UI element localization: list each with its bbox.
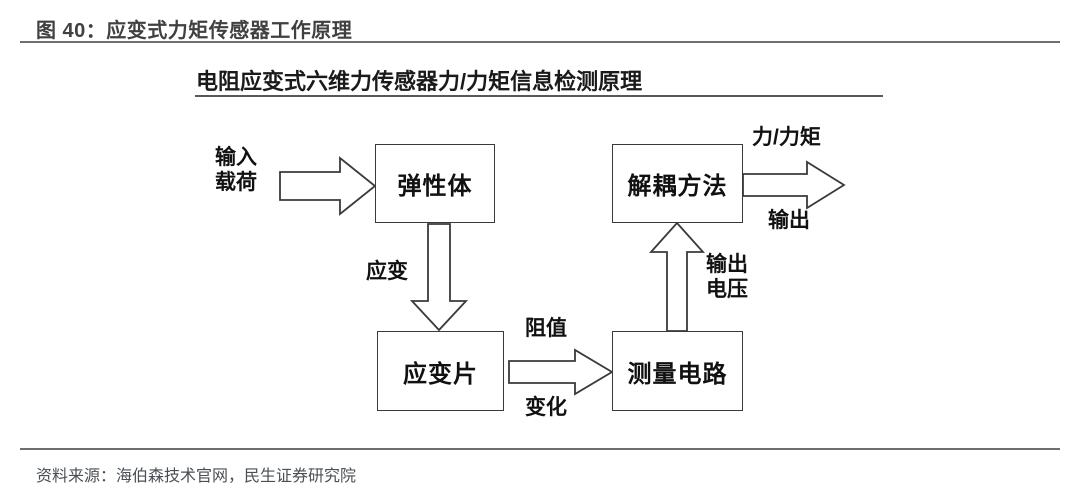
arrow-output-voltage [648, 221, 706, 332]
node-elastic-body-label: 弹性体 [397, 173, 473, 200]
node-strain-gauge-label: 应变片 [403, 360, 478, 388]
arrow-strain [409, 223, 469, 332]
edge-label-resistance: 阻值 [525, 317, 567, 340]
edge-label-output-voltage-line1: 输出 [706, 253, 748, 276]
node-strain-gauge[interactable]: 应变片 [377, 331, 504, 411]
subtitle-divider [195, 95, 883, 97]
node-measuring-circuit-label: 测量电路 [627, 360, 728, 388]
edge-label-output-voltage: 输出 电压 [706, 253, 778, 303]
edge-label-input-load-line2: 载荷 [215, 170, 257, 194]
node-elastic-body[interactable]: 弹性体 [375, 144, 495, 223]
edge-label-force-torque: 力/力矩 [752, 126, 821, 149]
edge-label-strain: 应变 [366, 260, 408, 283]
node-decoupling-method[interactable]: 解耦方法 [612, 144, 743, 223]
footer-divider [20, 448, 1060, 450]
node-measuring-circuit[interactable]: 测量电路 [612, 331, 743, 411]
edge-label-output-voltage-line2: 电压 [706, 277, 748, 301]
source-note: 资料来源：海伯森技术官网，民生证券研究院 [36, 468, 357, 485]
page-title: 图 40：应变式力矩传感器工作原理 [36, 20, 353, 42]
edge-label-input-load: 输入 载荷 [200, 146, 272, 196]
edge-label-change: 变化 [525, 396, 567, 419]
arrow-force-torque-output [742, 160, 846, 210]
diagram-subtitle: 电阻应变式六维力传感器力/力矩信息检测原理 [196, 69, 643, 94]
edge-label-output: 输出 [768, 209, 810, 232]
title-divider [20, 41, 1060, 43]
arrow-resistance-change [508, 348, 614, 396]
edge-label-input-load-line1: 输入 [215, 146, 257, 169]
arrow-input-load [279, 156, 377, 216]
node-decoupling-method-label: 解耦方法 [627, 173, 728, 200]
